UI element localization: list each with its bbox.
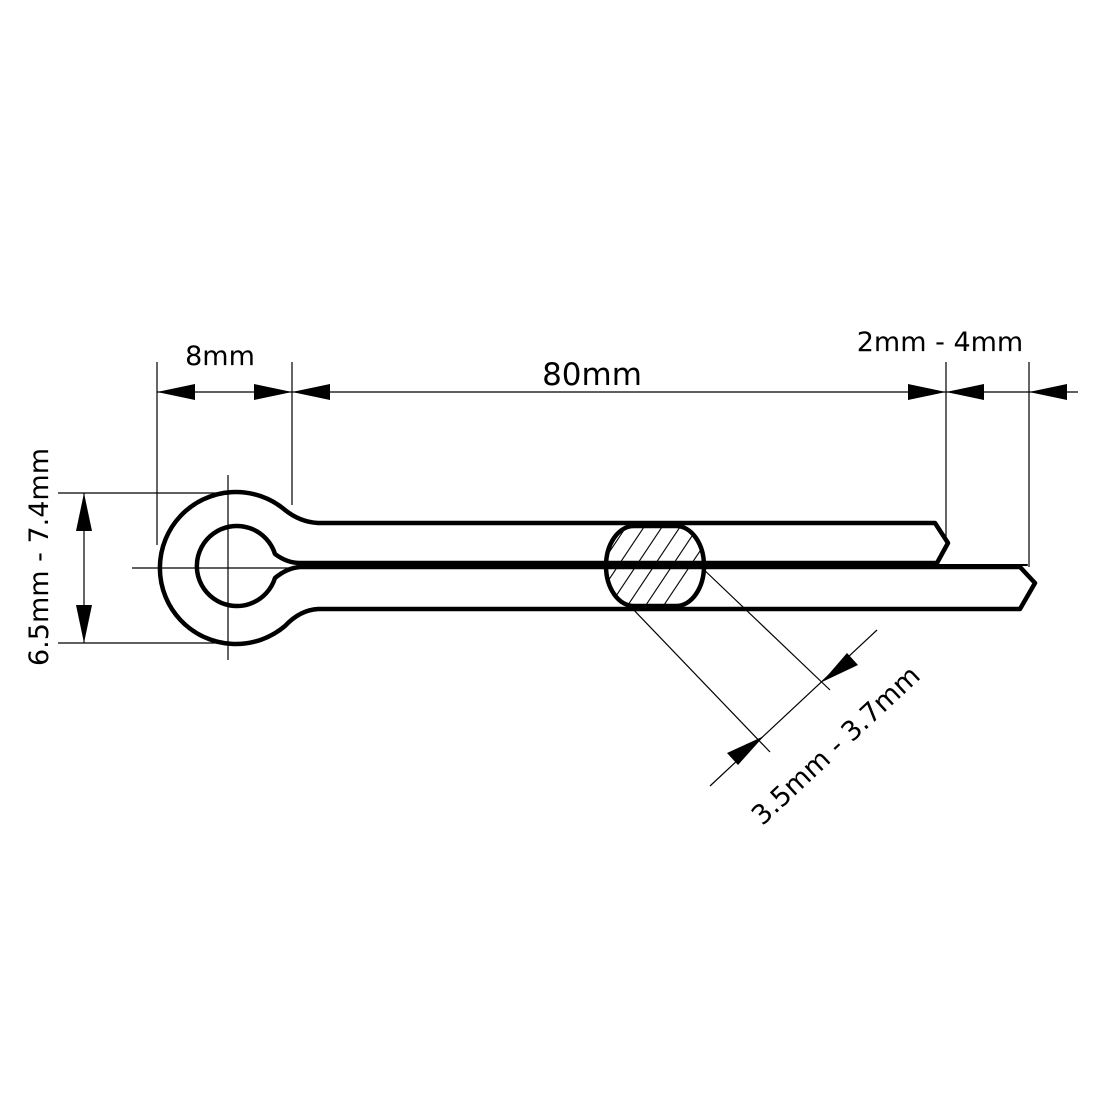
wire-cross-section — [603, 523, 707, 609]
pin-outer-contour — [157, 489, 1038, 647]
wire-diameter-label: 3.5mm - 3.7mm — [746, 660, 927, 831]
vertical-dimension — [76, 493, 92, 643]
end-offset-label: 2mm - 4mm — [857, 327, 1023, 358]
horizontal-dimension — [157, 384, 1078, 400]
diagonal-dimension — [709, 629, 878, 787]
head-diameter-label: 6.5mm - 7.4mm — [24, 448, 55, 666]
center-lines — [132, 475, 300, 660]
section-hatching — [606, 526, 704, 606]
section-outline — [603, 523, 707, 609]
cotter-pin-body — [157, 489, 1038, 647]
shank-length-label: 80mm — [542, 357, 642, 393]
eye-width-label: 8mm — [185, 341, 255, 372]
extension-lines — [58, 362, 1030, 753]
